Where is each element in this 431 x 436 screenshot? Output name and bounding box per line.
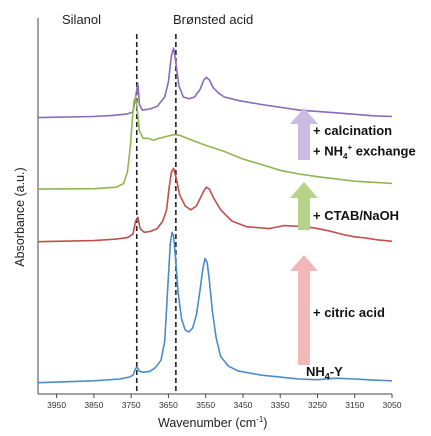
series-label-part: 4 — [324, 371, 330, 382]
series-label-part: -Y — [329, 364, 343, 379]
series-line — [37, 231, 393, 384]
x-axis-label-text: Wavenumber (cm — [158, 416, 257, 431]
treatment-arrow — [290, 182, 318, 230]
treatment-arrow-shape — [290, 182, 318, 230]
treatment-label: + citric acid — [313, 304, 385, 321]
treatment-label: + CTAB/NaOH — [313, 207, 399, 224]
series-line — [37, 96, 393, 190]
series-label-part: NH — [306, 364, 325, 379]
x-tick-label: 3250 — [308, 400, 327, 410]
treatment-label-part: + citric acid — [313, 305, 385, 320]
x-axis-label-sup: -1 — [256, 415, 264, 424]
x-tick-label: 3050 — [383, 400, 402, 410]
treatment-label-line: + calcination — [313, 122, 416, 139]
x-tick-label: 3150 — [345, 400, 364, 410]
silanol-label: Silanol — [62, 12, 102, 27]
treatment-label-line: + NH4+ exchange — [313, 139, 416, 165]
treatment-arrow-shape — [290, 255, 318, 365]
treatment-label-part: 4 — [342, 151, 348, 161]
x-tick-label: 3650 — [159, 400, 178, 410]
x-tick-label: 3750 — [122, 400, 141, 410]
treatment-label: + calcination+ NH4+ exchange — [313, 122, 416, 165]
y-axis-label: Absorbance (a.u.) — [13, 167, 27, 267]
treatment-arrow — [290, 255, 318, 365]
x-tick-label: 3350 — [271, 400, 290, 410]
x-tick-label: 3450 — [233, 400, 252, 410]
treatment-label-part: + calcination — [313, 123, 393, 138]
treatment-label-part: exchange — [352, 143, 416, 159]
x-tick-label: 3850 — [84, 400, 103, 410]
treatment-arrow-shape — [290, 108, 318, 160]
x-tick-label: 3550 — [196, 400, 215, 410]
treatment-label-part: + NH — [313, 143, 343, 159]
treatment-arrow — [290, 108, 318, 160]
x-tick-label: 3950 — [47, 400, 66, 410]
treatment-label-line: + citric acid — [313, 304, 385, 321]
treatment-label-part: + — [347, 143, 353, 152]
bronsted-acid-label: Brønsted acid — [173, 12, 254, 27]
x-axis-label-close: ) — [263, 416, 268, 431]
treatment-label-part: + CTAB/NaOH — [313, 208, 400, 223]
x-axis-label: Wavenumber (cm-1) — [158, 415, 267, 430]
series-line — [37, 47, 393, 119]
series-label: NH4-Y — [306, 364, 343, 382]
treatment-label-line: + CTAB/NaOH — [313, 207, 399, 224]
